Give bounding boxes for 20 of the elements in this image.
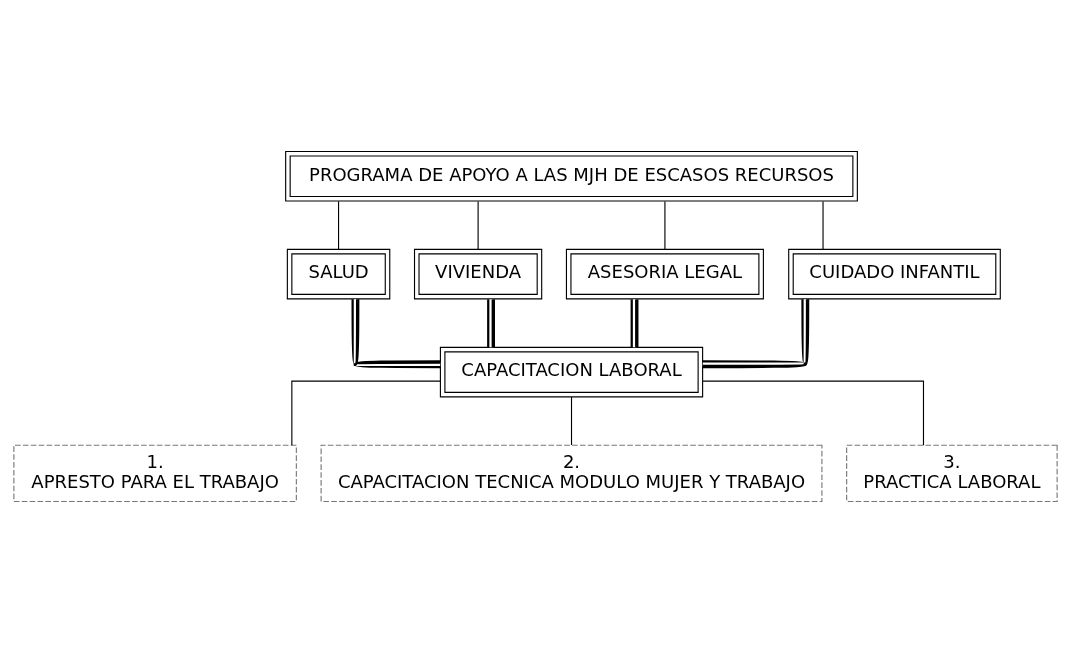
connector <box>291 380 441 446</box>
node-box: 3. PRACTICA LABORAL <box>846 444 1058 503</box>
node-box: VIVIENDA <box>413 248 543 300</box>
connector <box>664 200 666 250</box>
connector <box>702 299 810 369</box>
node-box: 1. APRESTO PARA EL TRABAJO <box>13 444 297 503</box>
node-box: ASESORIA LEGAL <box>565 248 764 300</box>
connector <box>630 299 639 348</box>
connector <box>338 200 340 250</box>
node-box: PROGRAMA DE APOYO A LAS MJH DE ESCASOS RECURSOS <box>285 150 858 202</box>
connector <box>822 200 824 250</box>
node-box: 2. CAPACITACION TECNICA MODULO MUJER Y TRABAJO <box>320 444 823 503</box>
connector <box>487 299 495 348</box>
connector <box>351 299 441 369</box>
node-box: SALUD <box>286 248 391 300</box>
connector <box>570 396 573 446</box>
node-box: CUIDADO INFANTIL <box>788 248 1001 300</box>
node-box: CAPACITACION LABORAL <box>439 346 704 398</box>
connector <box>702 380 925 446</box>
connector <box>477 200 479 250</box>
